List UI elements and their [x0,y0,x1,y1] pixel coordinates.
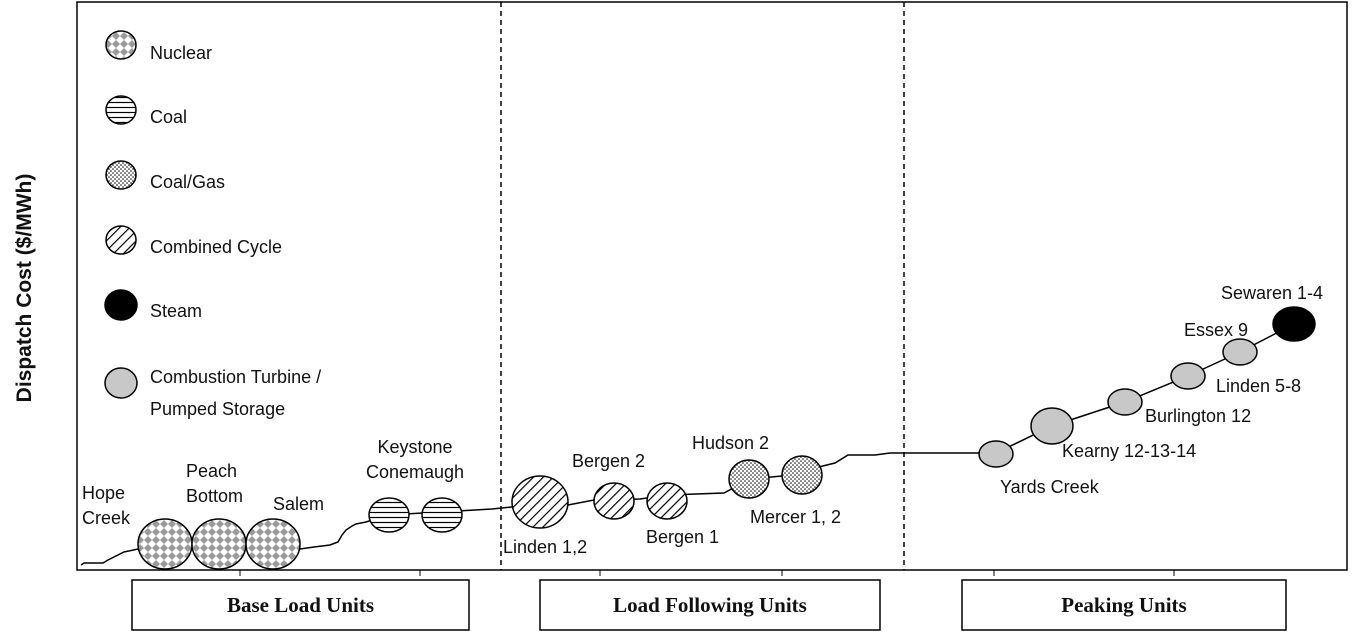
legend-label-nuclear: Nuclear [150,43,212,63]
x-axis-ticks [239,570,1175,576]
legend: Nuclear Coal Coal/Gas Combined Cycle Ste… [104,30,321,419]
coal-swatch-icon [105,95,137,125]
combined-cycle-swatch-icon [105,225,137,255]
plant-label-kearny: Kearny 12-13-14 [1062,441,1196,461]
legend-label-steam: Steam [150,301,202,321]
plant-marker-sewaren [1272,306,1316,342]
category-box-base-load [131,579,470,631]
plant-label-essex-9: Essex 9 [1184,320,1248,340]
plant-marker-linden-1-2 [511,475,569,529]
legend-item-combustion-turbine: Combustion Turbine /Pumped Storage [104,367,321,419]
y-axis-label: Dispatch Cost ($/MWh) [13,174,36,403]
legend-label-coal-gas: Coal/Gas [150,172,225,192]
plant-marker-kearny [1030,407,1074,445]
category-label-base-load: Base Load Units [227,593,374,617]
plant-marker-keystone [368,497,410,533]
legend-label-coal: Coal [150,107,187,127]
category-box-load-following [539,579,881,631]
plant-label-mercer-1-2: Mercer 1, 2 [750,507,841,527]
category-label-peaking: Peaking Units [1061,593,1186,617]
plant-label-salem: Salem [273,494,324,514]
plant-marker-burlington [1107,388,1143,416]
nuclear-swatch-icon [105,30,137,60]
plant-marker-bergen-2 [593,482,635,520]
plant-marker-mercer-1-2 [781,455,823,495]
plant-label-linden-1-2: Linden 1,2 [503,537,587,557]
legend-item-nuclear: Nuclear [105,30,212,63]
plant-marker-bergen-1 [646,482,688,520]
plant-label-hudson-2: Hudson 2 [692,433,769,453]
plant-marker-hope-creek [137,518,193,570]
plant-marker-salem [245,518,301,570]
plant-label-bergen-1: Bergen 1 [646,527,719,547]
legend-item-coal: Coal [105,95,187,127]
plant-marker-conemaugh [421,497,463,533]
coal-gas-swatch-icon [105,160,137,190]
plant-marker-peach-bottom [191,518,247,570]
legend-label-combustion-turbine: Combustion Turbine /Pumped Storage [150,367,321,419]
legend-label-combined-cycle: Combined Cycle [150,237,282,257]
steam-swatch-icon [104,289,138,321]
legend-item-combined-cycle: Combined Cycle [105,225,282,257]
plot-frame [76,1,1348,571]
plant-marker-essex-9 [1222,338,1258,366]
legend-item-steam: Steam [104,289,202,321]
category-label-load-following: Load Following Units [613,593,807,617]
category-boxes: Base Load Units Load Following Units Pea… [131,579,1287,631]
plant-marker-hudson-2 [728,459,770,499]
plant-marker-linden-5-8 [1170,362,1206,390]
plant-marker-yards-creek [978,440,1014,468]
plant-label-burlington: Burlington 12 [1145,406,1251,426]
plant-label-linden-5-8: Linden 5-8 [1216,376,1301,396]
combustion-turbine-swatch-icon [104,367,138,399]
plant-label-sewaren: Sewaren 1-4 [1221,283,1323,303]
plant-markers [137,306,1316,570]
legend-item-coal-gas: Coal/Gas [105,160,225,192]
category-box-peaking [961,579,1287,631]
plant-label-yards-creek: Yards Creek [1000,477,1100,497]
plant-label-bergen-2: Bergen 2 [572,451,645,471]
